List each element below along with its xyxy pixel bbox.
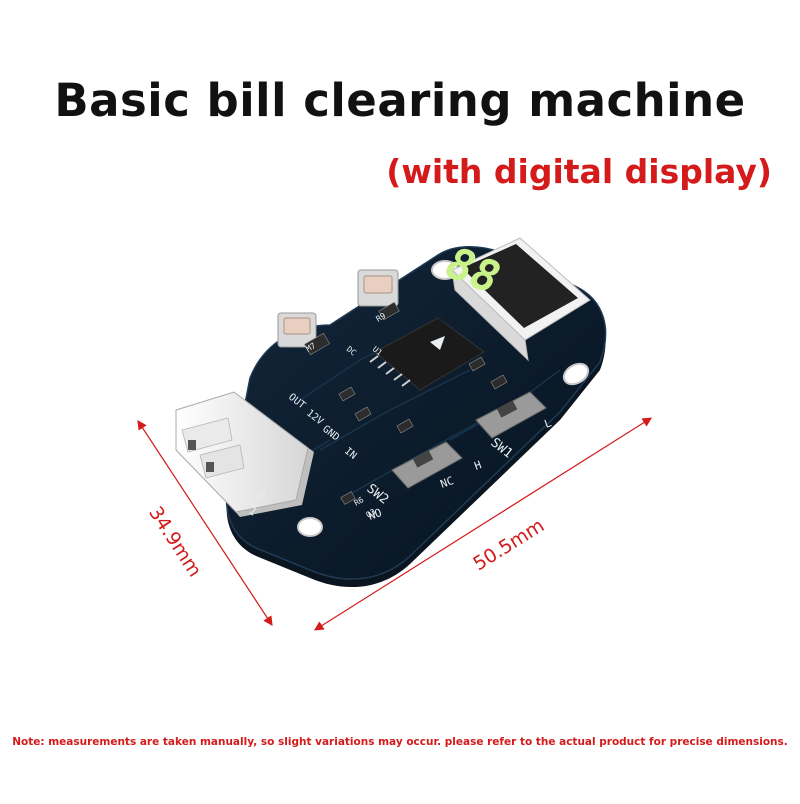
footer-note: Note: measurements are taken manually, s… — [12, 736, 788, 748]
label-r9: R9 — [375, 311, 388, 324]
page-subtitle: (with digital display) — [386, 152, 772, 191]
mounting-hole-right — [562, 362, 590, 386]
length-label: 50.5mm — [469, 515, 548, 576]
page-title: Basic bill clearing machine — [54, 74, 746, 127]
pushbutton-right — [357, 269, 399, 307]
label-m7: M7 — [305, 341, 318, 354]
mounting-hole-bottom — [297, 517, 323, 537]
pushbutton-left — [277, 312, 317, 348]
width-label: 34.9mm — [144, 502, 206, 581]
ic-chip — [369, 317, 485, 391]
